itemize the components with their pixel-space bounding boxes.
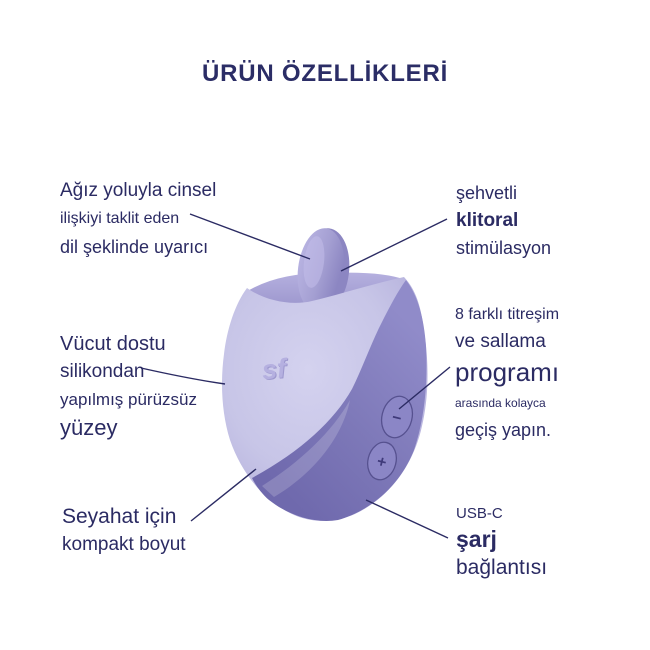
callout-line: USB-C <box>456 505 503 522</box>
minus-button: − <box>380 395 414 439</box>
callout-line: ve sallama <box>455 331 546 352</box>
callout-line: kompakt boyut <box>62 534 186 555</box>
callout-tongue-stimulator: Ağız yoluyla cinsel ilişkiyi taklit eden… <box>60 176 216 261</box>
leader-line-surface <box>140 367 226 385</box>
svg-text:−: − <box>390 409 403 428</box>
callout-vibration-programs: 8 farklı titreşim ve sallama programı ar… <box>455 302 559 444</box>
callout-line: Ağız yoluyla cinsel <box>60 180 217 201</box>
callout-line: şehvetli <box>456 183 518 203</box>
callout-line: Vücut dostu <box>60 333 166 355</box>
callout-line: arasında kolayca <box>455 396 546 410</box>
svg-text:+: + <box>375 453 388 472</box>
plus-button: + <box>367 441 397 481</box>
callout-line: 8 farklı titreşim <box>455 306 560 323</box>
callout-line: geçiş yapın. <box>455 420 552 440</box>
callout-compact-size: Seyahat için kompakt boyut <box>62 502 186 558</box>
callout-line: klitoral <box>456 210 519 231</box>
leader-line-usb <box>365 499 449 539</box>
callout-usb-charging: USB-C şarj bağlantısı <box>456 502 547 581</box>
product-tongue <box>297 228 350 314</box>
product-shell-highlight <box>262 400 350 497</box>
callout-clitoral-stimulation: şehvetli klitoral stimülasyon <box>456 179 551 262</box>
callout-line: silikondan <box>60 361 145 382</box>
callout-line: yüzey <box>60 415 118 440</box>
callout-line: yapılmış pürüzsüz <box>60 390 197 409</box>
callout-line: stimülasyon <box>456 238 552 258</box>
callout-line: dil şeklinde uyarıcı <box>60 237 209 257</box>
callout-line: programı <box>455 357 560 387</box>
callout-line: şarj <box>456 526 497 552</box>
callout-line: bağlantısı <box>456 556 548 579</box>
leader-line-tongue-left <box>189 213 311 260</box>
leader-line-compact <box>190 468 257 522</box>
page-title: ÜRÜN ÖZELLİKLERİ <box>201 60 449 87</box>
callout-line: Seyahat için <box>62 505 177 528</box>
callout-line: ilişkiyi taklit eden <box>60 210 180 227</box>
leader-line-program <box>398 366 451 410</box>
callout-silicone-surface: Vücut dostu silikondan yapılmış pürüzsüz… <box>60 330 197 443</box>
leader-line-tongue-right <box>340 218 448 272</box>
